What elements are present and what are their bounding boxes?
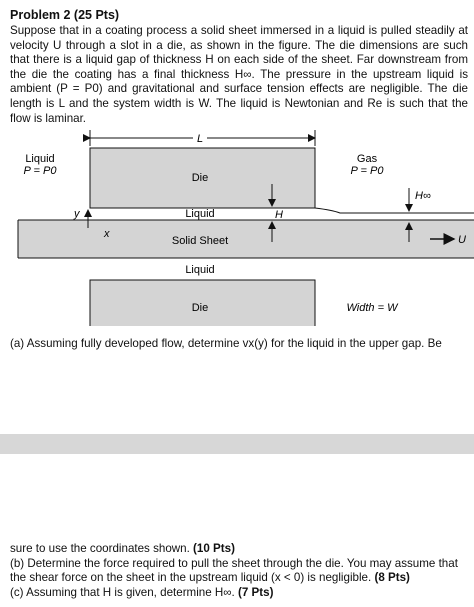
- part-a-continuation: sure to use the coordinates shown. (10 P…: [10, 542, 235, 555]
- part-c-points: (7 Pts): [238, 585, 274, 599]
- gap-label: H: [275, 209, 283, 221]
- part-b-points: (8 Pts): [374, 571, 410, 585]
- y-axis-label: y: [73, 208, 81, 220]
- bottom-die: [89, 279, 316, 326]
- part-b: (b) Determine the force required to pull…: [10, 556, 458, 585]
- bottom-die-label: Die: [192, 302, 209, 314]
- lower-gap-liquid-label: Liquid: [185, 264, 214, 276]
- x-axis-label: x: [103, 228, 110, 240]
- velocity-label: U: [458, 234, 466, 246]
- part-c: (c) Assuming that H is given, determine …: [10, 585, 274, 599]
- solid-sheet: [18, 220, 474, 258]
- part-a-start: (a) Assuming fully developed flow, deter…: [10, 337, 442, 350]
- width-label: Width = W: [347, 302, 400, 314]
- gas-label: Gas: [357, 153, 378, 165]
- coating-surface: [314, 207, 474, 214]
- upstream-pressure-label: P = P0: [24, 165, 58, 177]
- final-thickness-label: H∞: [415, 190, 431, 202]
- coating-die-figure: L Die Solid Sheet Die Liquid P = P0 Gas …: [17, 130, 474, 326]
- problem-title: Problem 2 (25 Pts): [10, 8, 120, 22]
- divider-band: [0, 434, 474, 454]
- downstream-pressure-label: P = P0: [351, 165, 385, 177]
- top-die: [89, 147, 316, 209]
- length-label: L: [197, 133, 203, 145]
- upstream-liquid-label: Liquid: [25, 153, 54, 165]
- upper-gap-liquid-label: Liquid: [185, 208, 214, 220]
- top-die-label: Die: [192, 172, 209, 184]
- problem-statement: Suppose that in a coating process a soli…: [10, 24, 468, 125]
- part-a-points: (10 Pts): [193, 542, 235, 555]
- continuation-block: sure to use the coordinates shown. (10 P…: [10, 542, 468, 600]
- solid-sheet-label: Solid Sheet: [172, 235, 228, 247]
